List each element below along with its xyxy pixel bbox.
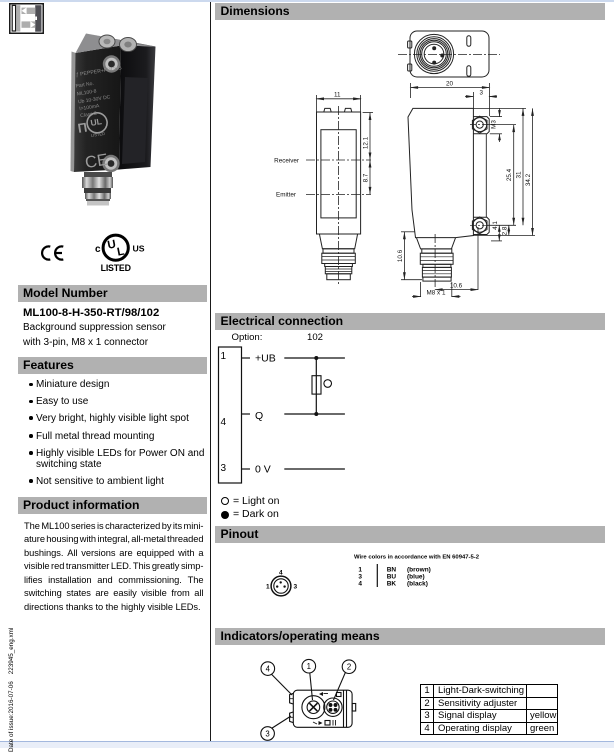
svg-text:25.4: 25.4 (506, 168, 513, 181)
svg-text:U: U (107, 239, 117, 252)
svg-text:4: 4 (279, 570, 283, 577)
svg-text:Ub 10-30V DC: Ub 10-30V DC (78, 94, 111, 105)
svg-text:0 V: 0 V (255, 464, 271, 476)
svg-text:1: 1 (266, 584, 270, 591)
svg-text:Receiver: Receiver (274, 157, 299, 164)
svg-text:3: 3 (358, 574, 362, 581)
svg-text:31: 31 (516, 171, 523, 179)
svg-text:BN: BN (387, 567, 397, 574)
svg-text:34.2: 34.2 (525, 173, 532, 186)
svg-text:(brown): (brown) (407, 567, 431, 574)
svg-text:(blue): (blue) (407, 574, 425, 581)
svg-text:LISTED: LISTED (91, 131, 106, 138)
svg-text:UL: UL (90, 116, 103, 128)
svg-text:BU: BU (387, 574, 397, 581)
svg-text:Part No.: Part No. (75, 81, 94, 90)
svg-text:4.1: 4.1 (492, 221, 499, 230)
svg-text:1: 1 (221, 351, 227, 362)
svg-text:1: 1 (358, 567, 362, 574)
svg-text:Emitter: Emitter (276, 192, 296, 199)
svg-text:(black): (black) (407, 581, 428, 588)
svg-text:3: 3 (265, 729, 269, 738)
svg-text:3: 3 (294, 584, 298, 591)
svg-text:10.6: 10.6 (397, 249, 404, 262)
svg-text:Wire colors in accordance with: Wire colors in accordance with EN 60947-… (354, 554, 480, 560)
svg-text:LISTED: LISTED (101, 263, 131, 272)
svg-text:Q: Q (255, 410, 263, 422)
svg-text:4: 4 (266, 664, 271, 673)
svg-text:c: c (95, 244, 101, 255)
svg-text:1: 1 (307, 662, 311, 671)
svg-text:I=100mA: I=100mA (79, 103, 100, 112)
svg-text:2.8: 2.8 (501, 226, 508, 235)
svg-text:+UB: +UB (255, 353, 276, 365)
svg-text:20: 20 (446, 81, 454, 88)
svg-text:3: 3 (480, 90, 484, 97)
svg-text:4: 4 (221, 417, 227, 428)
svg-text:10.6: 10.6 (450, 282, 463, 289)
svg-text:12.1: 12.1 (363, 136, 370, 149)
svg-text:L: L (116, 246, 125, 259)
svg-text:BK: BK (387, 581, 397, 588)
svg-text:CE: CE (84, 151, 109, 172)
svg-text:4: 4 (358, 581, 362, 588)
svg-text:3: 3 (221, 463, 227, 474)
svg-text:Class 2: Class 2 (80, 111, 98, 120)
svg-text:US: US (133, 244, 145, 254)
svg-text:M8 x 1: M8 x 1 (427, 290, 446, 297)
svg-text:2: 2 (347, 663, 351, 672)
svg-text:11: 11 (334, 92, 341, 99)
svg-text:Π: Π (77, 120, 89, 136)
svg-text:8.7: 8.7 (363, 173, 370, 182)
svg-text:M3: M3 (491, 120, 498, 129)
svg-text:ML100-8: ML100-8 (76, 88, 97, 97)
